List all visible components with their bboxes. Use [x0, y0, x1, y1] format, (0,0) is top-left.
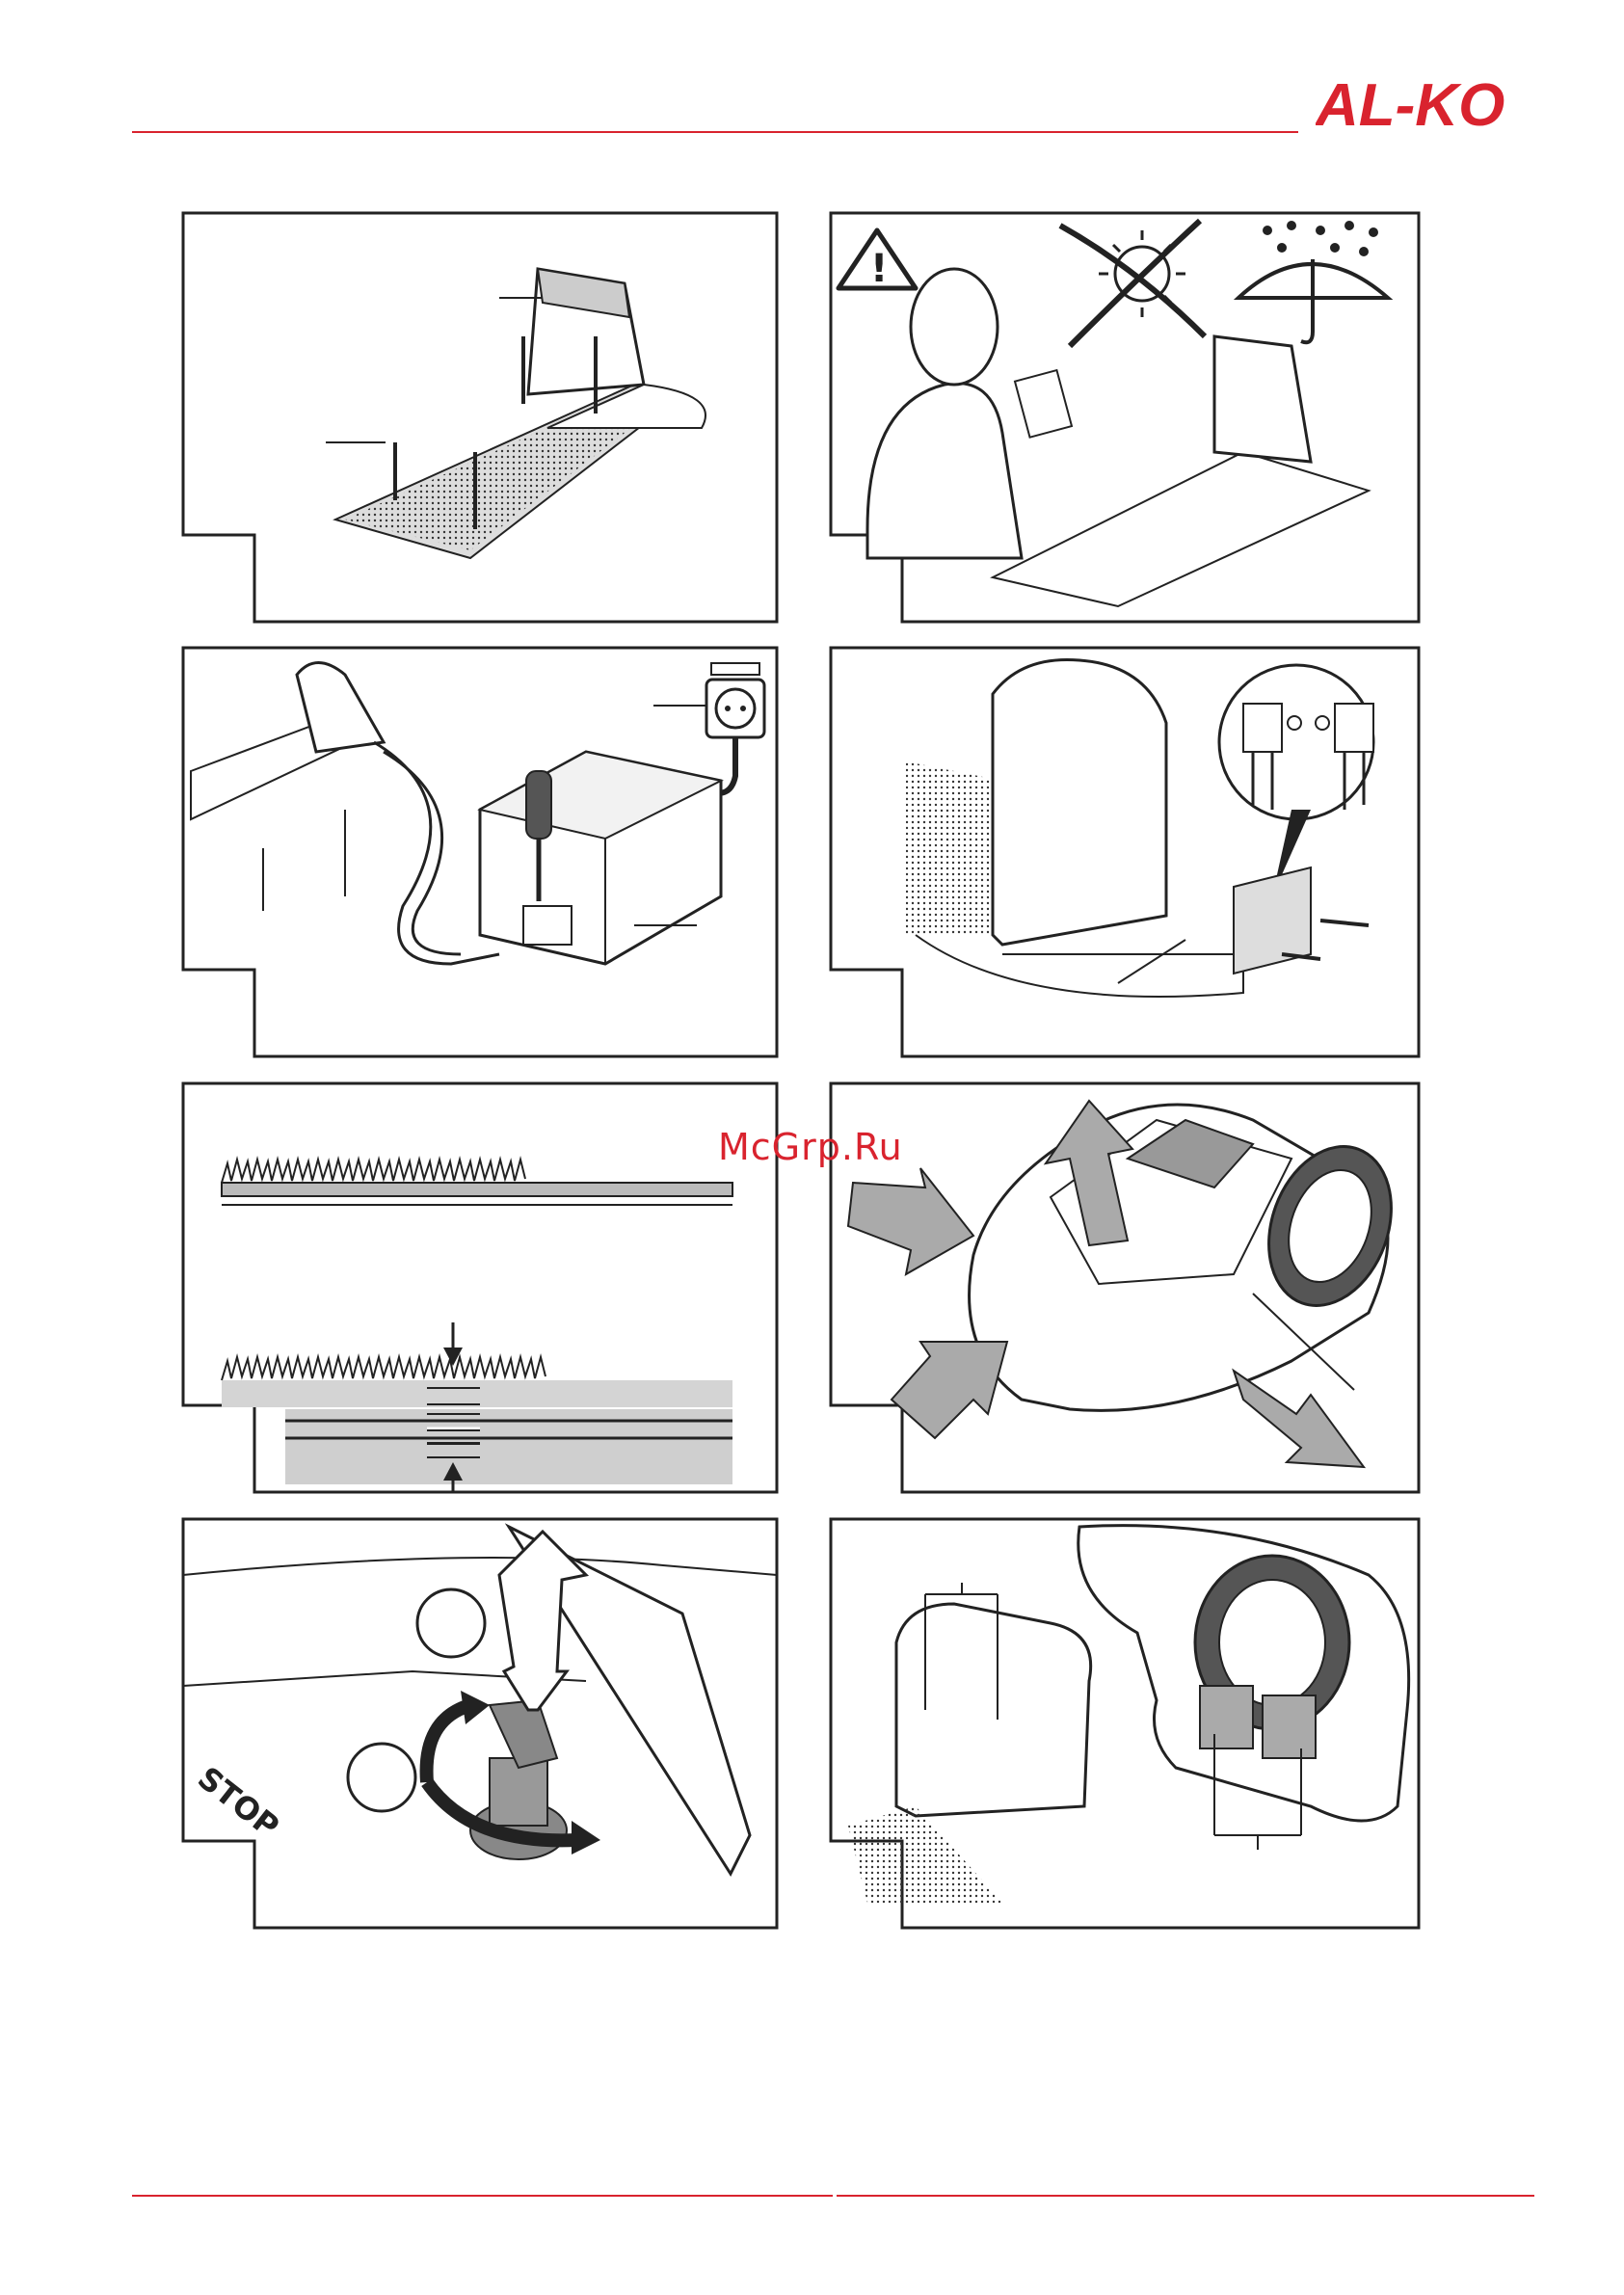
- panel-stop-button: STOP: [181, 1517, 779, 1930]
- watermark: McGrp.Ru: [718, 1126, 903, 1168]
- panel-installation-warning: !: [829, 211, 1426, 624]
- panel-mower-lifting: [829, 1081, 1426, 1494]
- panel-charging-station-peg: [181, 211, 779, 624]
- alko-logo: AL-KO: [1316, 75, 1537, 133]
- panel-cable-connection: [829, 646, 1426, 1058]
- panel-grass-height: [181, 1081, 779, 1494]
- svg-text:AL-KO: AL-KO: [1316, 75, 1504, 133]
- footer-rule-left: [132, 2195, 833, 2197]
- panel-charging-contacts: [829, 1517, 1426, 1930]
- header-rule: [132, 131, 1298, 133]
- panel-power-supply-connection: [181, 646, 779, 1058]
- warning-symbol: !: [870, 247, 888, 291]
- footer-rule-right: [837, 2195, 1534, 2197]
